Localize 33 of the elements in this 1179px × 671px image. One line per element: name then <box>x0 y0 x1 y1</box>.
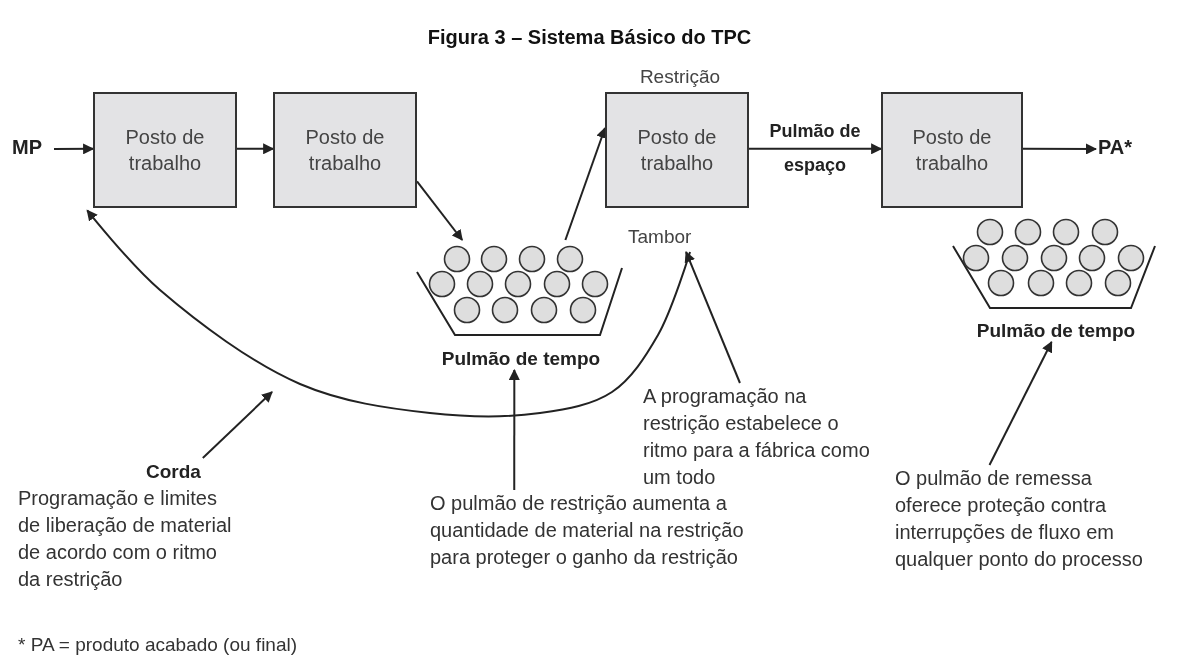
process-box <box>273 92 417 208</box>
arrow <box>416 180 464 241</box>
flow-label: MP <box>12 136 52 162</box>
arrow <box>684 251 741 384</box>
buffer-label: Pulmão de tempo <box>440 348 602 370</box>
arrow <box>988 341 1053 466</box>
annotation-text: O pulmão de restrição aumenta a quantidade de material na restrição para proteger o ganho da restrição <box>430 491 745 570</box>
box-label: Posto de trabalho <box>124 125 206 176</box>
arrow <box>53 143 95 155</box>
box-label: Posto de trabalho <box>304 125 386 176</box>
arrow <box>748 143 883 155</box>
arrow <box>564 126 607 241</box>
figure-title: Figura 3 – Sistema Básico do TPC <box>426 26 753 49</box>
process-box <box>881 92 1023 208</box>
box-label: Posto de trabalho <box>636 125 718 176</box>
arrow <box>1022 143 1097 155</box>
arrow <box>236 143 275 155</box>
arrow <box>508 368 520 491</box>
annotation-text: O pulmão de remessa oferece proteção contra interrupções de fluxo em qualquer ponto do processo <box>895 466 1144 572</box>
annotation-text: A programação na restrição estabelece o ritmo para a fábrica como um todo <box>643 384 871 490</box>
footnote: * PA = produto acabado (ou final) <box>18 634 298 656</box>
process-box <box>605 92 749 208</box>
annotation-text: Programação e limites de liberação de material de acordo com o ritmo da restrição <box>18 486 233 592</box>
box-label: Posto de trabalho <box>911 125 993 176</box>
rope-arrow <box>86 209 692 418</box>
buffer-label: Pulmão de tempo <box>975 320 1137 342</box>
constraint-label: Restrição <box>638 66 722 88</box>
arrow <box>201 391 273 459</box>
annotation-heading: Corda <box>146 460 201 484</box>
station-label: Tambor <box>628 226 694 252</box>
process-box <box>93 92 237 208</box>
flow-label: PA* <box>1098 136 1150 162</box>
edge-label: Pulmão de espaço <box>768 120 862 177</box>
